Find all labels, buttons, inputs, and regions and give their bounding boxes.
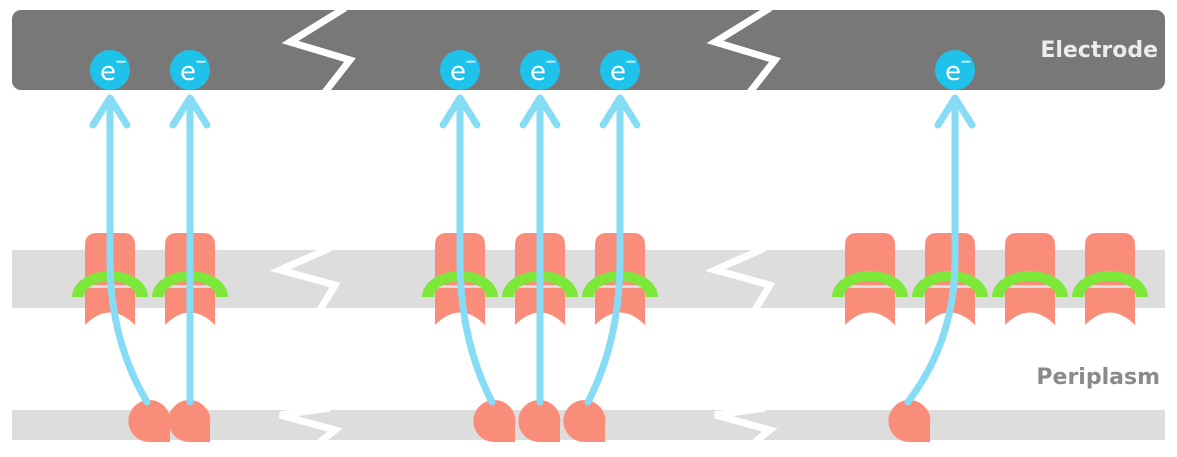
electron-arrow [169, 94, 211, 406]
electron-symbol: e [530, 57, 546, 87]
protein-bottom [1005, 288, 1055, 325]
cytochrome-blob [518, 400, 561, 443]
electron-symbol: e [100, 57, 116, 87]
electron-charge: − [195, 54, 207, 70]
porin-complex [992, 233, 1068, 325]
green-ring [832, 271, 908, 297]
porin-complex [1072, 233, 1148, 325]
green-ring [422, 271, 498, 297]
electron-icon: e− [935, 50, 975, 90]
cytochrome-blob [128, 400, 171, 443]
electron-arrow [584, 94, 641, 406]
protein-bottom [1085, 288, 1135, 325]
protein-top [1005, 233, 1055, 285]
electron-charge: − [960, 54, 972, 70]
green-ring [152, 271, 228, 297]
electron-icon: e− [600, 50, 640, 90]
green-ring [502, 271, 578, 297]
green-ring [992, 271, 1068, 297]
electron-arrow [904, 94, 976, 406]
green-ring [582, 271, 658, 297]
electron-icon: e− [90, 50, 130, 90]
electrode-bar [12, 10, 1165, 90]
electrode-label: Electrode [1040, 38, 1158, 63]
protein-bottom [845, 288, 895, 325]
cytochrome-blob [888, 400, 931, 443]
electron-charge: − [625, 54, 637, 70]
electron-arrow [519, 94, 561, 406]
green-ring [912, 271, 988, 297]
electron-symbol: e [450, 57, 466, 87]
electron-charge: − [465, 54, 477, 70]
porin-complex [832, 233, 908, 325]
electron-icon: e− [170, 50, 210, 90]
green-ring [72, 271, 148, 297]
electron-arrows [89, 94, 976, 406]
electron-arrow [89, 94, 151, 406]
electron-symbol: e [945, 57, 961, 87]
break-marks [269, 5, 781, 445]
cytochrome-blob [168, 400, 211, 443]
protein-top [925, 233, 975, 285]
electron-arrow [439, 94, 496, 406]
protein-top [845, 233, 895, 285]
electron-symbol: e [610, 57, 626, 87]
periplasm-label: Periplasm [1036, 365, 1160, 390]
protein-top [1085, 233, 1135, 285]
periplasmic-proteins [128, 400, 931, 443]
electron-icon: e− [440, 50, 480, 90]
cytochrome-blob [473, 400, 516, 443]
electron-icon: e− [520, 50, 560, 90]
electron-charge: − [115, 54, 127, 70]
electrons: e−e−e−e−e−e− [90, 50, 975, 90]
electron-charge: − [545, 54, 557, 70]
electron-symbol: e [180, 57, 196, 87]
green-ring [1072, 271, 1148, 297]
cytochrome-blob [563, 400, 606, 443]
